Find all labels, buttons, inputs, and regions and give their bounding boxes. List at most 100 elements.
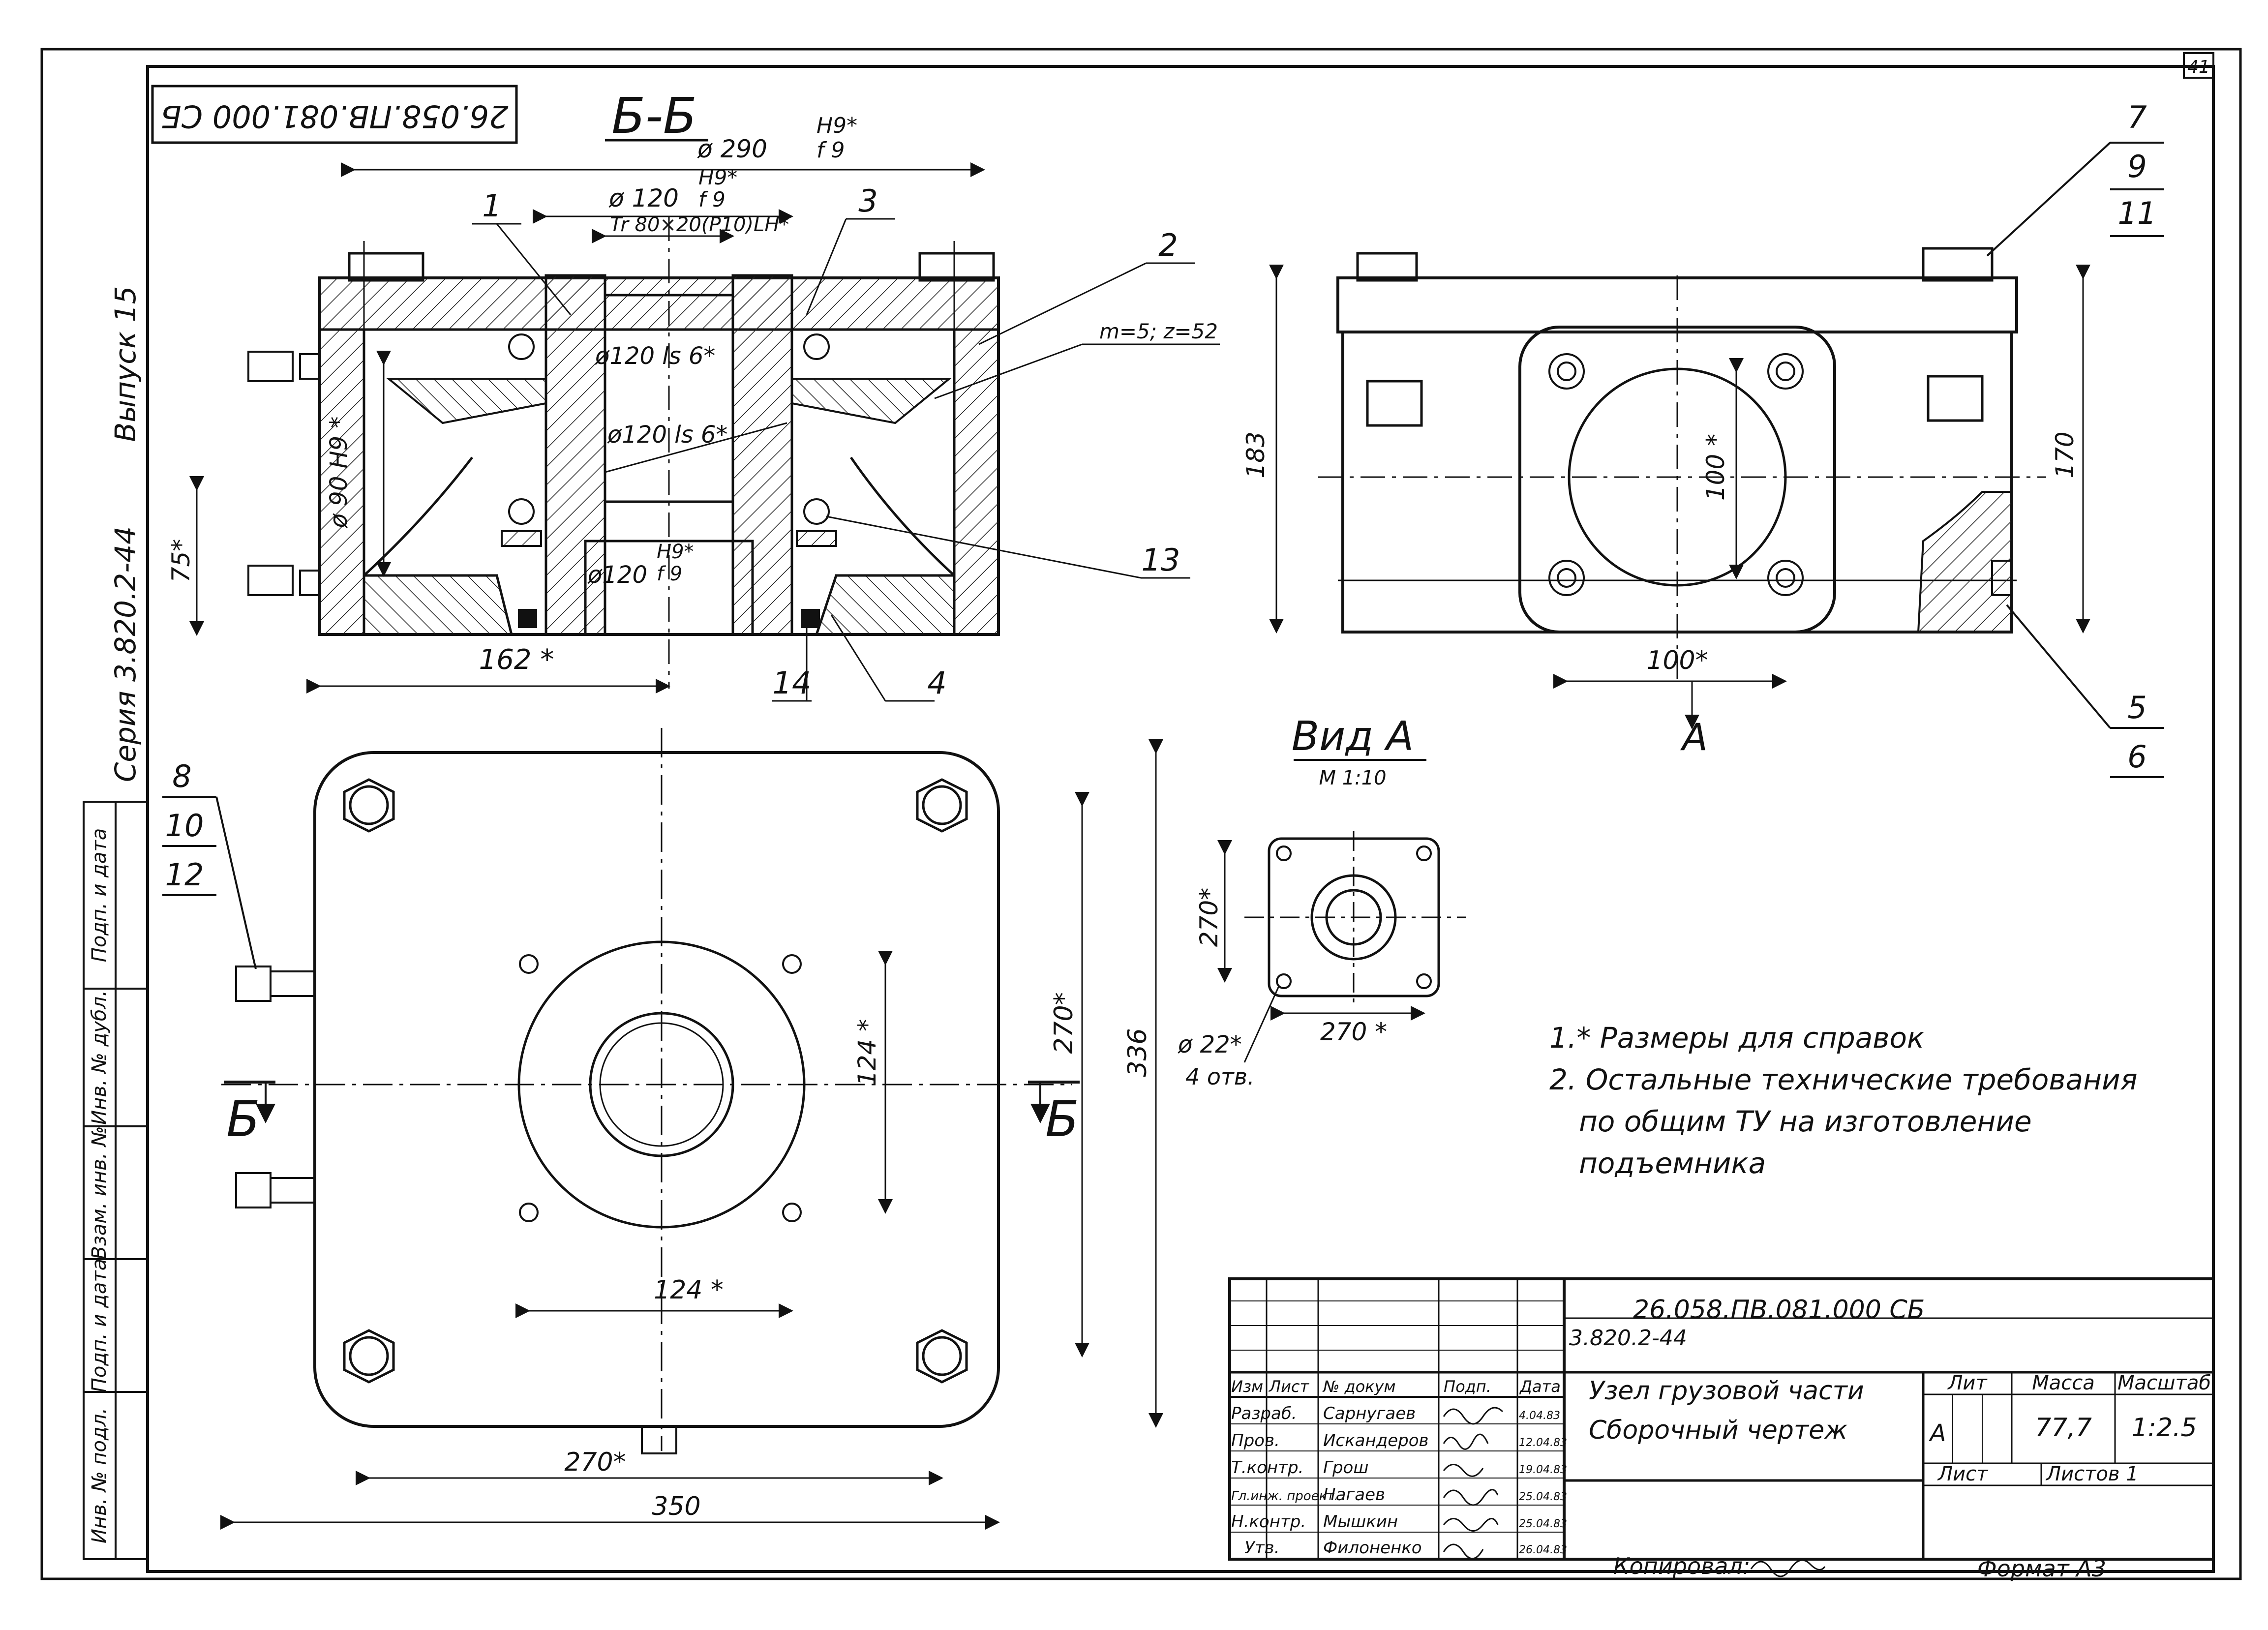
tb-name-0: Сарнугаев [1323,1404,1416,1423]
series-label: Серия 3.820.2-44 [109,526,142,782]
dim-w162: 162 * [479,644,554,676]
dim-d120-bottom-fit2: f 9 [657,563,682,585]
tb-lit-value: А [1929,1419,1946,1447]
technical-notes: 1.* Размеры для справок 2. Остальные тех… [1549,1021,2138,1180]
dim-h170: 170 [2051,431,2079,478]
tb-role-0: Разраб. [1231,1404,1297,1423]
dim-plan-h350: 350 [652,1492,700,1521]
note-2-line3: подъемника [1579,1147,1766,1180]
callout-14: 14 [773,665,812,701]
callout-12: 12 [165,857,204,893]
tb-col-doc: № докум [1322,1377,1396,1396]
tb-name-5: Филоненко [1323,1538,1422,1558]
callout-1: 1 [482,188,501,224]
flange-bolt-icons [1548,353,1804,596]
section-mark-left: Б [226,1090,260,1148]
tb-date-0: 4.04.83 [1519,1410,1560,1422]
tb-date-4: 25.04.83 [1519,1518,1567,1530]
tb-role-3: Гл.инж. проект. [1231,1489,1338,1504]
dim-plan-h124: 124 * [654,1275,724,1305]
tb-role-1: Пров. [1231,1431,1280,1450]
tb-role-5: Утв. [1244,1538,1279,1558]
dim-d120-bottom-fit: H9* [657,541,694,563]
grease-fitting-icons [247,351,321,596]
tb-scale-value: 1:2.5 [2131,1413,2197,1443]
callout-5: 5 [2127,690,2147,725]
tb-col-list: Лист [1269,1377,1309,1396]
dim-holes-dia: ø 22* [1178,1031,1242,1058]
signature-scribbles [1443,1407,1504,1560]
tb-lit-header: Лит [1947,1372,1988,1394]
dim-w100: 100* [1646,646,1708,675]
copied-by-label: Копировал: [1613,1553,1750,1579]
strip-cell-5: Подп. и дата [88,828,111,962]
view-a: Вид А М 1:10 270* 270 * ø 22* 4 отв. [1178,713,1466,1090]
strip-cell-3: Взам. инв. № [88,1126,111,1260]
tb-name-line1: Узел грузовой части [1589,1376,1864,1406]
mount-hole-icons [1276,845,1432,989]
dim-view-a-h270: 270* [1195,888,1223,947]
dim-d120ls-mid: ø120 ls 6* [607,421,727,449]
callout-7: 7 [2127,99,2147,135]
section-mark-right: Б [1045,1090,1079,1148]
dim-d120-fit2: f 9 [698,187,726,211]
dim-h183: 183 [1241,431,1270,478]
tb-col-sign: Подп. [1444,1377,1491,1396]
issue-label: Выпуск 15 [109,286,142,442]
dim-holes-count: 4 отв. [1185,1063,1255,1090]
dim-d120: ø 120 [608,184,679,212]
callout-10: 10 [165,808,204,844]
stud-hole-icons [519,954,802,1222]
tb-date-3: 25.04.83 [1519,1491,1567,1503]
tb-scale-header: Масштаб [2117,1372,2211,1394]
gear-spec: m=5; z=52 [1099,319,1218,343]
view-a-scale: М 1:10 [1319,767,1386,789]
dim-d290-fit2: f 9 [816,138,845,163]
strip-cell-4: Инв. № дубл. [88,990,111,1125]
tb-name-1: Искандеров [1323,1431,1429,1450]
callout-13: 13 [1142,542,1180,578]
rotated-code-box: 26.058.ПВ.081.000 СБ [151,85,518,144]
dim-d120-bottom: ø120 [587,561,647,589]
tb-date-2: 19.04.83 [1519,1464,1567,1476]
section-title: Б-Б [611,87,696,145]
view-a-arrow-label: A [1680,715,1708,759]
section-view: Б-Б [167,87,1220,702]
view-a-title: Вид А [1292,713,1414,760]
format-label: Формат А3 [1977,1555,2106,1582]
dim-plan-v336: 336 [1123,1028,1152,1077]
tb-sheets-label: Листов 1 [2045,1463,2139,1485]
strip-cell-1: Инв. № подл. [88,1408,111,1543]
tb-doc-code: 26.058.ПВ.081.000 СБ [1633,1295,1925,1325]
note-2: 2. Остальные технические требования [1549,1063,2138,1096]
dim-v100: 100 * [1701,434,1730,501]
dim-plan-h270: 270* [564,1448,626,1477]
tb-mass-header: Масса [2032,1372,2095,1394]
rotated-code: 26.058.ПВ.081.000 СБ [160,98,508,134]
dim-plan-v124: 124 * [853,1019,881,1086]
plan-view: Б Б 124 * 270* 336 124 * 270* 350 8 10 1… [162,728,1163,1530]
callout-9: 9 [2127,149,2147,184]
callout-2: 2 [1158,227,1178,263]
tb-series-code: 3.820.2-44 [1569,1326,1687,1351]
callout-3: 3 [858,183,877,219]
callout-11: 11 [2118,195,2157,231]
note-2-line2: по общим ТУ на изготовление [1579,1105,2032,1138]
dim-d90: ø 90 H9 * [325,417,353,529]
callout-8: 8 [172,758,191,794]
callout-4: 4 [927,665,946,701]
tb-role-2: Т.контр. [1231,1458,1303,1478]
tb-col-izm: Изм [1231,1377,1263,1396]
tb-approval-rows: Разраб. Сарнугаев 4.04.83 Пров. Искандер… [1231,1404,1567,1558]
tb-name-4: Мышкин [1323,1512,1398,1532]
callout-6: 6 [2127,739,2147,775]
dim-d290-fit: H9* [816,113,857,138]
title-block [1228,1277,2215,1561]
side-strip [83,801,149,1560]
dim-d120ls-upper: ø120 ls 6* [595,342,715,370]
strip-cell-2: Подп. и дата [88,1259,111,1392]
bearing-icons [501,333,837,628]
tb-mass-value: 77,7 [2035,1413,2092,1443]
tb-name-3: Нагаев [1323,1485,1385,1505]
